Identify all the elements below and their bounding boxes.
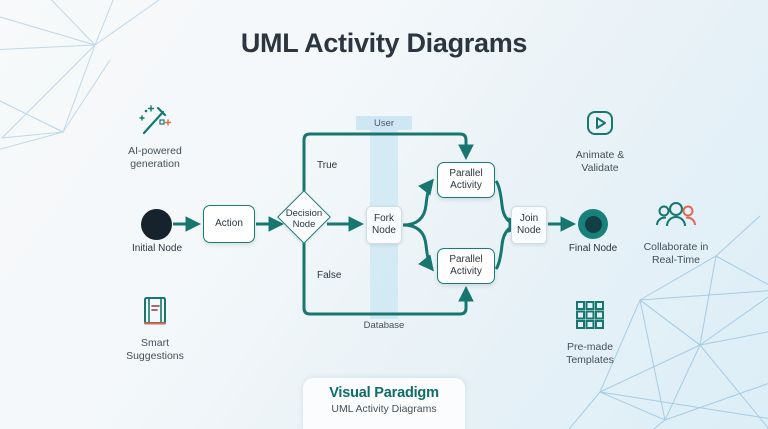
node-initial[interactable] xyxy=(141,209,172,240)
feature-label: AI-powered generation xyxy=(128,145,182,170)
node-parallel-activity-2[interactable]: Parallel Activity xyxy=(437,248,495,284)
people-group-icon xyxy=(617,196,735,236)
node-action[interactable]: Action xyxy=(203,205,255,243)
feature-pre-made-templates[interactable]: Pre-made Templates xyxy=(531,296,649,367)
swimlane-label-user: User xyxy=(356,116,412,130)
node-initial-label: Initial Node xyxy=(131,243,183,254)
node-final-label: Final Node xyxy=(568,243,618,254)
brand-card[interactable]: Visual Paradigm UML Activity Diagrams xyxy=(303,378,465,429)
branch-label-true: True xyxy=(317,160,338,171)
brand-name: Visual Paradigm xyxy=(329,385,439,401)
play-button-icon xyxy=(541,104,659,144)
node-join[interactable]: Join Node xyxy=(511,206,547,244)
feature-label: Pre-made Templates xyxy=(566,341,614,366)
node-final[interactable] xyxy=(578,209,608,239)
branch-label-false: False xyxy=(317,270,342,281)
brand-subtitle: UML Activity Diagrams xyxy=(331,403,437,415)
node-parallel-activity-1[interactable]: Parallel Activity xyxy=(437,162,495,198)
feature-collaborate-real-time[interactable]: Collaborate in Real-Time xyxy=(617,196,735,267)
book-icon xyxy=(96,292,214,332)
swimlane-label-database: Database xyxy=(363,320,405,331)
feature-label: Animate & Validate xyxy=(575,149,625,174)
magic-wand-icon xyxy=(96,100,214,140)
feature-animate-validate[interactable]: Animate & Validate xyxy=(541,104,659,175)
feature-label: Collaborate in Real-Time xyxy=(643,241,709,266)
node-fork[interactable]: Fork Node xyxy=(366,206,402,244)
feature-label: Smart Suggestions xyxy=(126,337,184,362)
page-title: UML Activity Diagrams xyxy=(240,28,528,58)
node-decision-label: Decision Node xyxy=(285,208,323,230)
grid-templates-icon xyxy=(531,296,649,336)
feature-ai-powered-generation[interactable]: AI-powered generation xyxy=(96,100,214,171)
feature-smart-suggestions[interactable]: Smart Suggestions xyxy=(96,292,214,363)
